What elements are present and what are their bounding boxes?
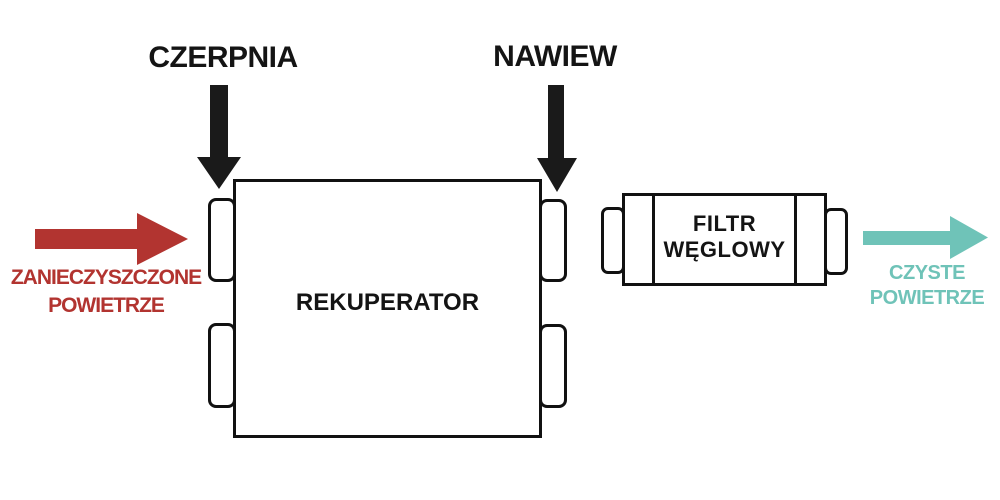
clean-air-label-line2: POWIETRZE [869, 287, 985, 309]
recuperator-port-top-right [539, 199, 567, 282]
carbon-filter-label: FILTR WĘGLOWY [655, 211, 794, 263]
recuperator-port-bottom-left [208, 323, 236, 408]
filter-divider-left [652, 196, 655, 283]
dirty-air-label-line2: POWIETRZE [48, 294, 165, 317]
intake-label: CZERPNIA [148, 41, 298, 74]
filter-port-right [824, 208, 848, 275]
intake-down-arrow-icon [197, 85, 241, 189]
intake-down-arrow-shape [197, 85, 241, 189]
carbon-filter-box: FILTR WĘGLOWY [622, 193, 827, 286]
recuperator-port-bottom-right [539, 324, 567, 408]
dirty-air-label: ZANIECZYSZCZONE POWIETRZE [2, 264, 210, 320]
dirty-air-arrow-shape [35, 213, 188, 265]
recuperator-box: REKUPERATOR [233, 179, 542, 438]
clean-air-right-arrow-icon [863, 216, 988, 259]
recuperator-port-top-left [208, 198, 236, 282]
carbon-filter-label-line1: FILTR [692, 211, 757, 236]
dirty-air-right-arrow-icon [35, 213, 188, 265]
dirty-air-label-line1: ZANIECZYSZCZONE [10, 266, 202, 289]
clean-air-arrow-shape [863, 216, 988, 259]
recuperator-label: REKUPERATOR [295, 289, 480, 316]
clean-air-label: CZYSTE POWIETRZE [847, 261, 1000, 311]
supply-down-arrow-shape [537, 85, 577, 192]
supply-down-arrow-icon [537, 85, 577, 192]
carbon-filter-label-line2: WĘGLOWY [663, 237, 786, 262]
supply-label: NAWIEW [493, 40, 617, 73]
filter-divider-right [794, 196, 797, 283]
clean-air-label-line1: CZYSTE [889, 262, 965, 284]
